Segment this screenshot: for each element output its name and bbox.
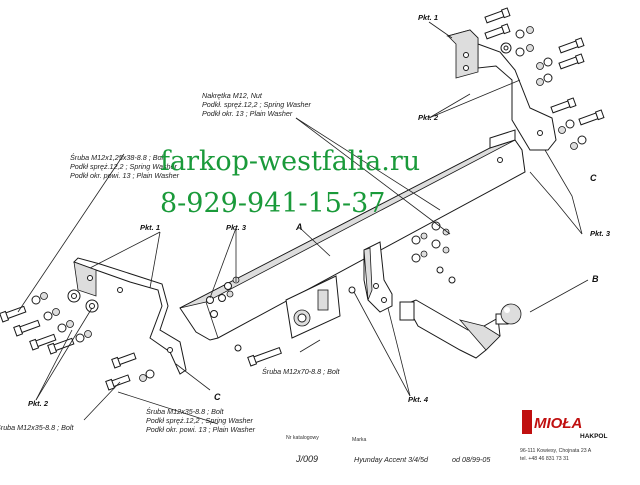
- svg-text:Śruba M12x35-8.8 ; Bolt: Śruba M12x35-8.8 ; Bolt: [0, 423, 75, 432]
- svg-text:tel. +48 46 831 73 31: tel. +48 46 831 73 31: [520, 456, 569, 462]
- callout-bolt-bottom: Śruba M12x35-8.8 ; Bolt Podkł spręż.12,2…: [146, 407, 256, 434]
- watermark-phone: 8-929-941-15-37: [160, 188, 385, 219]
- callout-nut: Nakrętka M12, Nut Podkł. spręż.12,2 ; Sp…: [202, 91, 312, 118]
- label-pkt3-mid: Pkt. 3: [226, 223, 247, 232]
- svg-text:Śruba M12x1,25x38-8.8 ; Bolt: Śruba M12x1,25x38-8.8 ; Bolt: [70, 153, 166, 162]
- bolts-middle: [105, 276, 282, 391]
- svg-text:96-111 Kowiesy, Chojnata 23 A: 96-111 Kowiesy, Chojnata 23 A: [520, 448, 592, 454]
- leader-lines: [17, 21, 589, 425]
- callout-bolt-left: Śruba M12x1,25x38-8.8 ; Bolt Podkł spręż…: [70, 153, 180, 180]
- tow-ball: [399, 299, 522, 359]
- svg-text:Marka: Marka: [352, 437, 367, 443]
- ball-mount-bracket: [348, 241, 393, 313]
- svg-text:MIOŁA: MIOŁA: [534, 415, 582, 432]
- label-part-b: B: [592, 274, 599, 284]
- svg-text:J/009: J/009: [295, 454, 318, 464]
- label-part-c-right: C: [590, 173, 597, 183]
- nuts-right: [411, 221, 456, 284]
- watermark-site: farkop-westfalia.ru: [160, 146, 420, 177]
- label-pkt1-top: Pkt. 1: [418, 13, 438, 22]
- label-part-a: A: [295, 222, 303, 232]
- bolts-upper-right: [484, 7, 605, 150]
- company-logo: MIOŁA HAKPOL: [522, 410, 607, 440]
- svg-text:Nr katalogowy: Nr katalogowy: [286, 435, 319, 441]
- svg-text:Podkł spręż.12,2 ; Spring Wash: Podkł spręż.12,2 ; Spring Washer: [146, 416, 254, 425]
- label-pkt2-right: Pkt. 2: [418, 113, 439, 122]
- svg-text:Podkł okr. 13 ; Plain Washer: Podkł okr. 13 ; Plain Washer: [202, 109, 293, 118]
- svg-text:Nakrętka M12, Nut: Nakrętka M12, Nut: [202, 91, 263, 100]
- right-bracket: [446, 29, 557, 151]
- title-block: Nr katalogowy J/009 Marka Hyunday Accent…: [286, 410, 607, 464]
- svg-text:Podkł okr. powi. 13 ; Plain Wa: Podkł okr. powi. 13 ; Plain Washer: [146, 425, 256, 434]
- callout-bolt-bottom-left: Śruba M12x35-8.8 ; Bolt: [0, 423, 75, 432]
- bolts-left: [0, 289, 99, 355]
- svg-text:od 08/99-05: od 08/99-05: [452, 455, 491, 464]
- label-part-c-left: C: [214, 392, 221, 402]
- socket-plate: [285, 275, 341, 339]
- svg-text:Hyunday Accent 3/4/5d: Hyunday Accent 3/4/5d: [354, 455, 429, 464]
- svg-text:Podkł spręż.12,2 ; Spring Wash: Podkł spręż.12,2 ; Spring Washer: [70, 162, 178, 171]
- svg-text:Śruba M12x35-8.8 ; Bolt: Śruba M12x35-8.8 ; Bolt: [146, 407, 225, 416]
- label-pkt4: Pkt. 4: [408, 395, 429, 404]
- left-bracket: [73, 257, 187, 375]
- label-pkt3-right: Pkt. 3: [590, 229, 611, 238]
- label-pkt2-left: Pkt. 2: [28, 399, 49, 408]
- cross-bar: [179, 129, 526, 352]
- callout-bolt-mid: Śruba M12x70-8.8 ; Bolt: [262, 367, 341, 376]
- label-pkt1-left: Pkt. 1: [140, 223, 160, 232]
- svg-text:Śruba M12x70-8.8 ; Bolt: Śruba M12x70-8.8 ; Bolt: [262, 367, 341, 376]
- svg-text:Podkł okr. powi. 13 ; Plain Wa: Podkł okr. powi. 13 ; Plain Washer: [70, 171, 180, 180]
- svg-text:Podkł. spręż.12,2 ; Spring Was: Podkł. spręż.12,2 ; Spring Washer: [202, 100, 312, 109]
- svg-text:HAKPOL: HAKPOL: [580, 433, 607, 440]
